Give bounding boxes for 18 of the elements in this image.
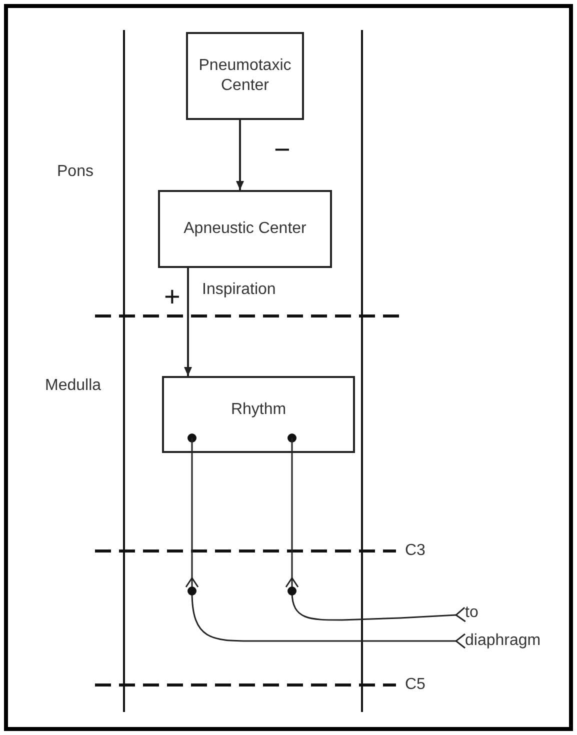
region-label: Pons <box>57 162 94 182</box>
arrow <box>184 268 192 376</box>
edge-label: − <box>274 136 290 164</box>
box-label: Pneumotaxic Center <box>198 56 292 96</box>
box-label: Rhythm <box>230 400 286 420</box>
target-label: to diaphragm <box>465 599 555 655</box>
nerve-fiber <box>291 453 466 622</box>
box-label: Apneustic Center <box>184 219 306 239</box>
arrow <box>236 120 244 190</box>
nerve-fiber <box>191 453 466 649</box>
edge-label: + <box>164 283 180 311</box>
level-label: C3 <box>405 541 426 561</box>
level-label: C5 <box>405 675 426 695</box>
center-box <box>158 190 332 268</box>
region-label: Inspiration <box>202 280 276 300</box>
center-box <box>162 376 355 453</box>
center-box <box>186 32 304 120</box>
region-label: Medulla <box>45 376 102 396</box>
